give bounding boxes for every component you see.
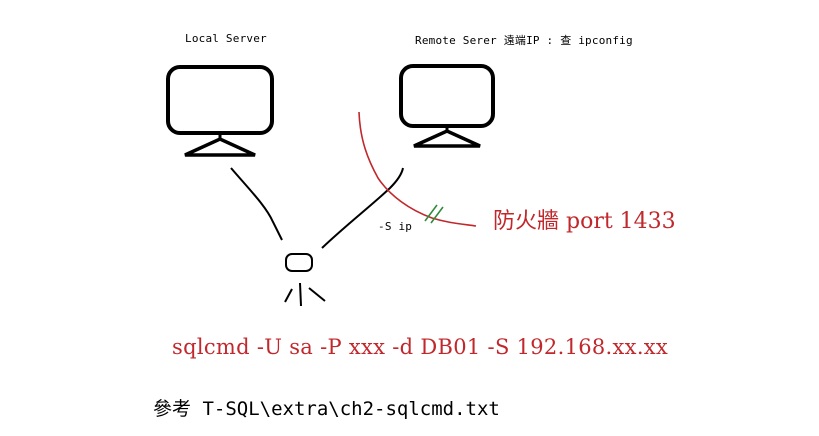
firewall-port-mark-icon bbox=[424, 204, 444, 224]
firewall-curve bbox=[358, 111, 477, 227]
local-server-label: Local Server bbox=[185, 32, 267, 45]
sqlcmd-command: sqlcmd -U sa -P xxx -d DB01 -S 192.168.x… bbox=[172, 335, 669, 359]
remote-server-label: Remote Serer 遠端IP : 查 ipconfig bbox=[415, 34, 633, 47]
remote-server-monitor-icon bbox=[399, 64, 495, 148]
remote-connection-line bbox=[321, 167, 404, 249]
user-figure-icon bbox=[284, 253, 326, 307]
local-connection-line bbox=[230, 167, 283, 241]
s-ip-label: -S ip bbox=[378, 220, 413, 233]
local-server-monitor-icon bbox=[166, 65, 274, 157]
reference-path: 參考 T-SQL\extra\ch2-sqlcmd.txt bbox=[153, 398, 500, 420]
firewall-label: 防火牆 port 1433 bbox=[493, 209, 676, 234]
